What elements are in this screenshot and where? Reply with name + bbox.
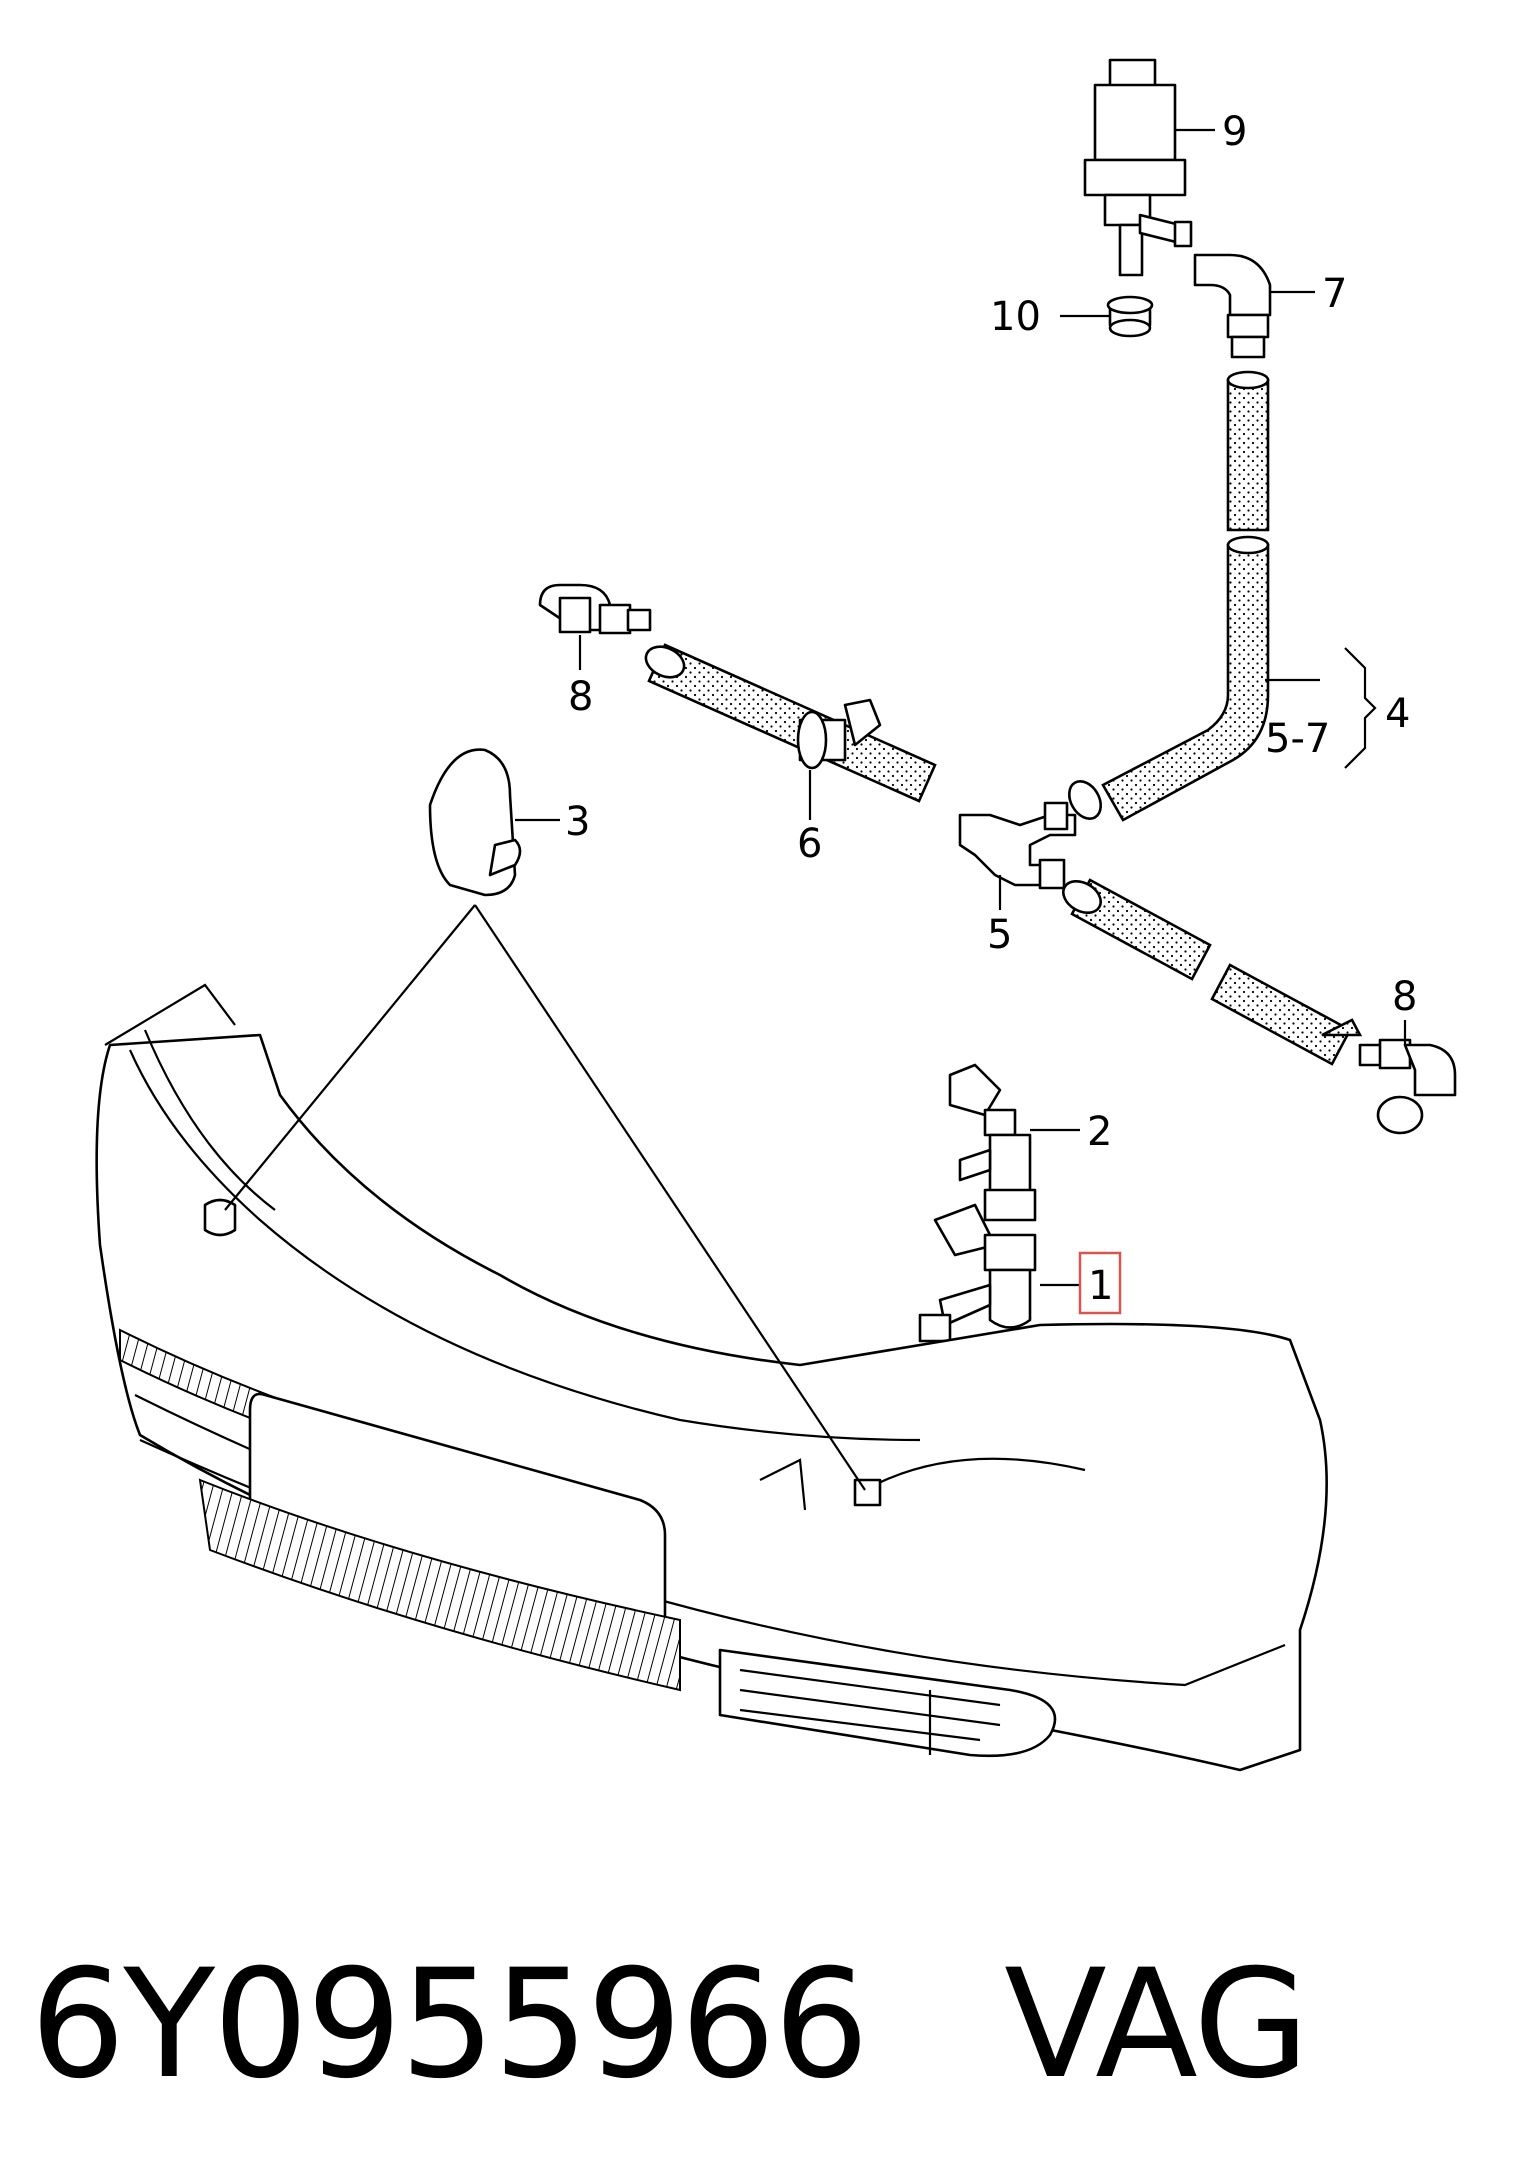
elbow-nozzle-part-8-right <box>1358 1038 1457 1135</box>
callout-2: 2 <box>1087 1109 1112 1155</box>
elbow-connector-part-7 <box>1193 253 1272 359</box>
callout-8-right: 8 <box>1392 974 1417 1020</box>
callout-7: 7 <box>1322 271 1347 317</box>
holder-clip-part-6 <box>796 698 882 770</box>
hose-set-5-7 <box>644 370 1363 1066</box>
callout-5-7: 5-7 <box>1265 716 1330 762</box>
callout-8-left: 8 <box>568 674 593 720</box>
t-piece-connector-part-5 <box>958 801 1077 890</box>
cover-cap-part-3 <box>428 748 522 897</box>
callout-10: 10 <box>990 294 1041 340</box>
elbow-nozzle-part-8-left <box>538 583 652 635</box>
callout-1: 1 <box>1088 1263 1113 1309</box>
callout-9: 9 <box>1222 109 1247 155</box>
washer-pump-part-9 <box>1083 58 1193 277</box>
assembly-leader-lines <box>224 904 866 1491</box>
front-bumper <box>95 983 1328 1772</box>
callout-1-highlight-box <box>1078 1251 1122 1315</box>
part-number-caption: 6Y0955966 VAG <box>30 1925 1490 2125</box>
callout-5: 5 <box>987 912 1012 958</box>
callout-3: 3 <box>565 799 590 845</box>
part-number: 6Y0955966 <box>30 1938 869 2112</box>
brand-label: VAG <box>1004 1938 1309 2112</box>
grommet-part-10 <box>1106 295 1154 338</box>
callout-leaders <box>515 128 1407 1287</box>
callout-4: 4 <box>1385 691 1410 737</box>
washer-jet-assembly-part-1 <box>918 1148 1037 1343</box>
callout-6: 6 <box>797 821 822 867</box>
